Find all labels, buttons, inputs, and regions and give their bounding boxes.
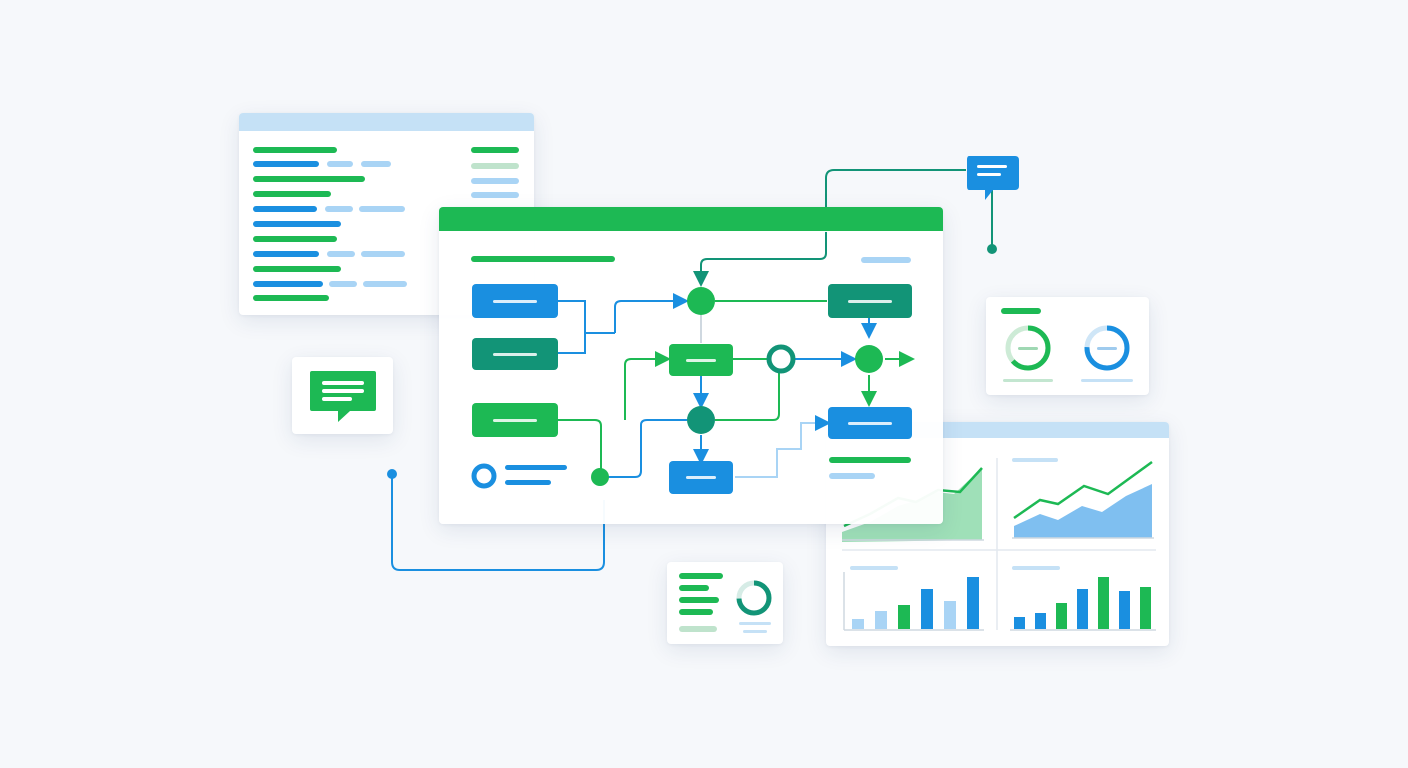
workflow-node-blue[interactable] [669,461,733,494]
list-side-row [471,147,519,153]
workflow-node-blue[interactable] [472,284,558,318]
workflow-legend-row [505,465,567,470]
list-row [253,251,319,257]
list-row [253,221,341,227]
bar-mark [852,619,864,629]
list-side-row [471,163,519,169]
donut-card [986,297,1149,395]
chart-title [850,566,898,570]
workflow-node-teal[interactable] [472,338,558,370]
list-row [253,161,319,167]
area-chart-right [1014,484,1152,538]
bar-mark [898,605,910,629]
chat-bubble-icon[interactable] [965,154,1021,204]
list-row [363,281,407,287]
list-row [253,191,331,197]
bar-mark [1119,591,1130,629]
chat-bubble-icon [310,371,376,422]
bar-mark [1056,603,1067,629]
bar-mark [921,589,933,629]
list-side-row [471,192,519,198]
list-row [361,251,405,257]
mini-stats-card [667,562,783,644]
chart-title [1012,566,1060,570]
list-row [327,251,355,257]
chart-title [1012,458,1058,462]
list-panel-header [239,113,534,131]
donut-card-title [1001,308,1041,314]
list-row [361,161,391,167]
list-row [325,206,353,212]
workflow-start-ring[interactable] [471,463,497,489]
workflow-junction[interactable] [687,287,715,315]
list-row [359,206,405,212]
bar-mark [1035,613,1046,629]
workflow-junction[interactable] [855,345,883,373]
workflow-node-blue[interactable] [828,407,912,439]
list-row [253,295,329,301]
mini-donut [736,580,772,616]
workflow-edges [558,232,915,478]
bar-mark [1014,617,1025,629]
chat-card-left[interactable] [292,357,393,434]
list-row [253,147,337,153]
list-row [327,161,353,167]
bar-mark [875,611,887,629]
mini-row [679,597,719,603]
area-chart-right-line [1013,460,1153,520]
workflow-label [829,473,875,479]
list-row [329,281,357,287]
bar-mark [967,577,979,629]
list-side-row [471,178,519,184]
list-row [253,236,337,242]
workflow-node-green[interactable] [669,344,733,376]
workflow-window [439,207,943,524]
workflow-junction[interactable] [766,344,796,374]
list-row [253,176,365,182]
list-row [253,266,341,272]
bar-mark [1098,577,1109,629]
mini-row [679,573,723,579]
workflow-titlebar [439,207,943,231]
mini-row [679,626,717,632]
workflow-node-green[interactable] [472,403,558,437]
workflow-node-teal[interactable] [828,284,912,318]
bar-mark [1077,589,1088,629]
workflow-label [861,257,911,263]
workflow-junction[interactable] [687,406,715,434]
workflow-title [471,256,615,262]
list-row [253,206,317,212]
workflow-label [829,457,911,463]
bar-mark [1140,587,1151,629]
mini-row [679,609,713,615]
bar-mark [944,601,956,629]
list-row [253,281,323,287]
mini-row [679,585,709,591]
workflow-junction[interactable] [591,468,609,486]
workflow-legend-row [505,480,551,485]
